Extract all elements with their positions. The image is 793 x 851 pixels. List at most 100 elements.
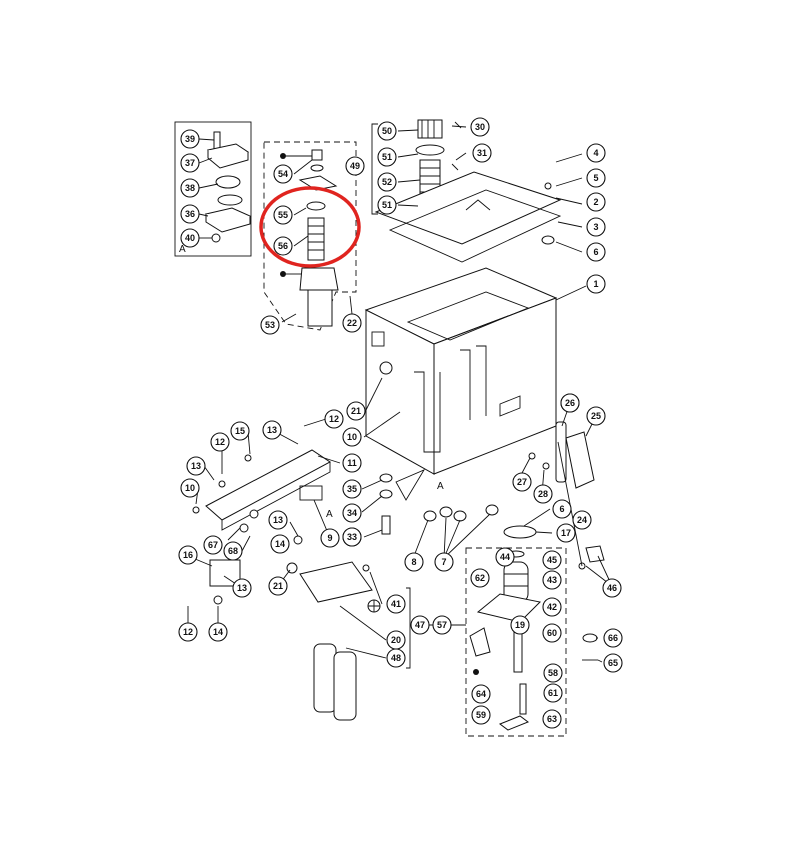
callout-3: 3 [586,217,606,237]
callout-number: 47 [415,620,425,630]
detail-leaders [198,138,219,239]
callout-bubble [586,192,606,212]
callout-number: 38 [185,183,195,193]
callout-number: 58 [548,668,558,678]
callout-21: 21 [346,401,366,421]
callout-12: 12 [178,622,198,642]
callout-bubble [180,204,200,224]
view-labels: A A A [179,244,444,520]
callout-number: 2 [593,197,598,207]
callout-bubble [268,510,288,530]
callout-number: 68 [228,546,238,556]
tank-cover [374,171,562,263]
callout-6: 6 [586,242,606,262]
callout-number: 14 [275,539,285,549]
callout-number: 22 [347,318,357,328]
callout-number: 50 [382,126,392,136]
callout-bubble [203,535,223,555]
callout-bubble [542,709,562,729]
callout-bubble [210,432,230,452]
callout-bubble [377,147,397,167]
callout-66: 66 [603,628,623,648]
callout-number: 12 [183,627,193,637]
callout-51: 51 [377,195,397,215]
callout-number: 3 [593,222,598,232]
callout-number: 21 [273,581,283,591]
callout-56: 56 [273,236,293,256]
callout-bubble [342,527,362,547]
callout-bubble [273,164,293,184]
callout-67: 67 [203,535,223,555]
callout-bubble [178,622,198,642]
callout-bubble [232,578,252,598]
callout-number: 13 [273,515,283,525]
callout-number: 9 [327,533,332,543]
callout-bubble [342,503,362,523]
callout-bubble [556,523,576,543]
callout-number: 35 [347,484,357,494]
callout-33: 33 [342,527,362,547]
pressure-filter [209,559,411,721]
drain-fittings [379,473,537,539]
callout-1: 1 [586,274,606,294]
callout-number: 64 [476,689,486,699]
callout-number: 44 [500,552,510,562]
callout-bubble [560,393,580,413]
callout-number: 17 [561,528,571,538]
callout-40: 40 [180,228,200,248]
callout-13: 13 [232,578,252,598]
callout-number: 51 [382,200,392,210]
callout-number: 49 [350,161,360,171]
callout-group: 1234566789101011121212131313131414151617… [178,117,623,729]
callout-11: 11 [342,453,362,473]
view-label-a-detail: A [179,244,186,255]
callout-52: 52 [377,172,397,192]
callout-number: 6 [559,504,564,514]
callout-number: 61 [548,688,558,698]
callout-bubble [178,545,198,565]
callout-bubble [223,541,243,561]
callout-number: 6 [593,247,598,257]
callout-13: 13 [262,420,282,440]
callout-bubble [180,178,200,198]
callout-number: 43 [547,575,557,585]
callout-60: 60 [542,623,562,643]
callout-bubble [472,143,492,163]
callout-bubble [603,628,623,648]
callout-number: 16 [183,550,193,560]
callout-number: 28 [538,489,548,499]
callout-51: 51 [377,147,397,167]
return-manifold [192,449,331,545]
callout-bubble [432,615,452,635]
callout-bubble [471,705,491,725]
detail-view-a [174,121,252,257]
callout-bubble [208,622,228,642]
callout-bubble [180,228,200,248]
callout-number: 37 [185,158,195,168]
callout-14: 14 [270,534,290,554]
right-fittings [578,545,605,661]
callout-bubble [471,684,491,704]
callout-44: 44 [495,547,515,567]
callout-number: 67 [208,540,218,550]
callout-31: 31 [472,143,492,163]
callout-number: 63 [547,714,557,724]
callout-number: 46 [607,583,617,593]
callout-58: 58 [543,663,563,683]
callout-10: 10 [180,478,200,498]
callout-47: 47 [410,615,430,635]
callout-46: 46 [602,578,622,598]
callout-bubble [268,576,288,596]
callout-bubble [342,453,362,473]
callout-bubble [260,315,280,335]
callout-number: 7 [441,557,446,567]
callout-number: 21 [351,406,361,416]
bracket-49 [371,123,378,215]
callout-bubble [510,615,530,635]
callout-number: 52 [382,177,392,187]
callout-28: 28 [533,484,553,504]
callout-number: 8 [411,557,416,567]
callout-bubble [273,205,293,225]
callout-bubble [542,597,562,617]
callout-5: 5 [586,168,606,188]
